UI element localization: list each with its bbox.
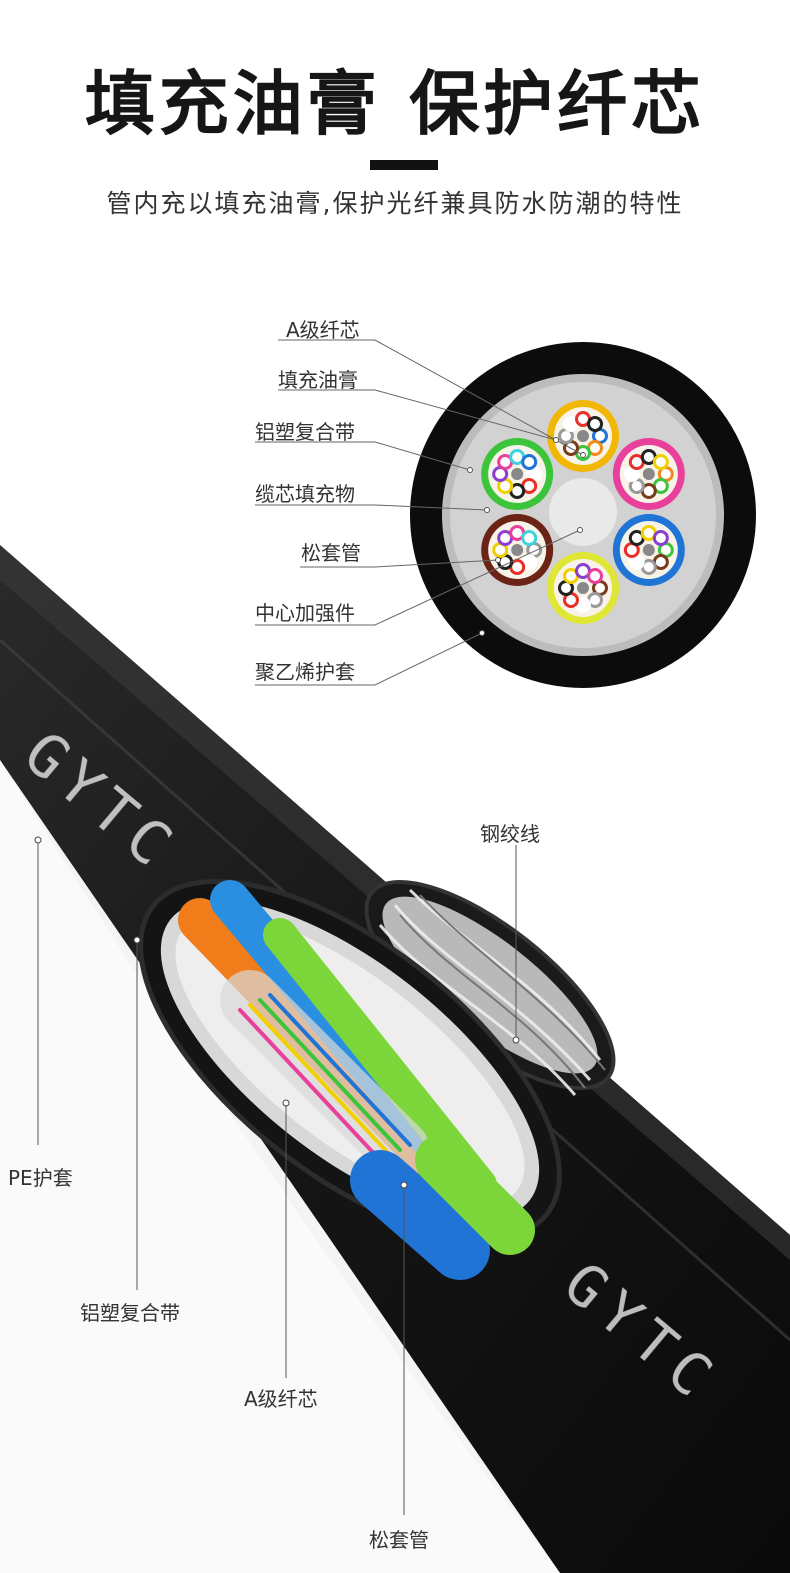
label-core-filler: 缆芯填充物	[255, 482, 355, 506]
fiber	[521, 529, 538, 546]
label-pe-jacket: PE护套	[8, 1166, 73, 1190]
label-pe-sheath: 聚乙烯护套	[255, 660, 355, 684]
loose-tube	[547, 400, 619, 472]
cable-body: GYTC GYTC	[0, 545, 790, 1573]
loose-tube	[612, 514, 685, 586]
label-a-grade-fiber: A级纤芯	[286, 318, 360, 342]
fiber	[521, 453, 538, 470]
cross-section-leaders	[255, 339, 584, 686]
loose-tube	[612, 438, 685, 510]
cable-leaders	[37, 840, 517, 1515]
loose-tube	[547, 552, 619, 624]
label-cable-a-grade-fiber: A级纤芯	[244, 1387, 318, 1411]
loose-tube	[481, 514, 554, 586]
fiber	[652, 529, 669, 546]
label-cable-aluminum-tape: 铝塑复合带	[80, 1301, 180, 1325]
fiber	[587, 567, 604, 584]
central-strength-member	[549, 478, 617, 546]
label-cable-loose-tube: 松套管	[369, 1528, 429, 1552]
cross-section	[410, 342, 756, 688]
loose-tube	[481, 438, 554, 510]
label-filling-gel: 填充油膏	[278, 368, 358, 392]
label-steel-strand: 钢绞线	[480, 822, 540, 846]
fiber	[587, 415, 604, 432]
label-aluminum-tape: 铝塑复合带	[255, 420, 355, 444]
page-title: 填充油膏 保护纤芯	[84, 63, 706, 145]
fiber	[652, 453, 669, 470]
page-subtitle: 管内充以填充油膏,保护光纤兼具防水防潮的特性	[106, 189, 684, 218]
label-strength-member: 中心加强件	[255, 601, 355, 625]
label-loose-tube: 松套管	[301, 541, 361, 565]
title-underline	[370, 160, 438, 170]
